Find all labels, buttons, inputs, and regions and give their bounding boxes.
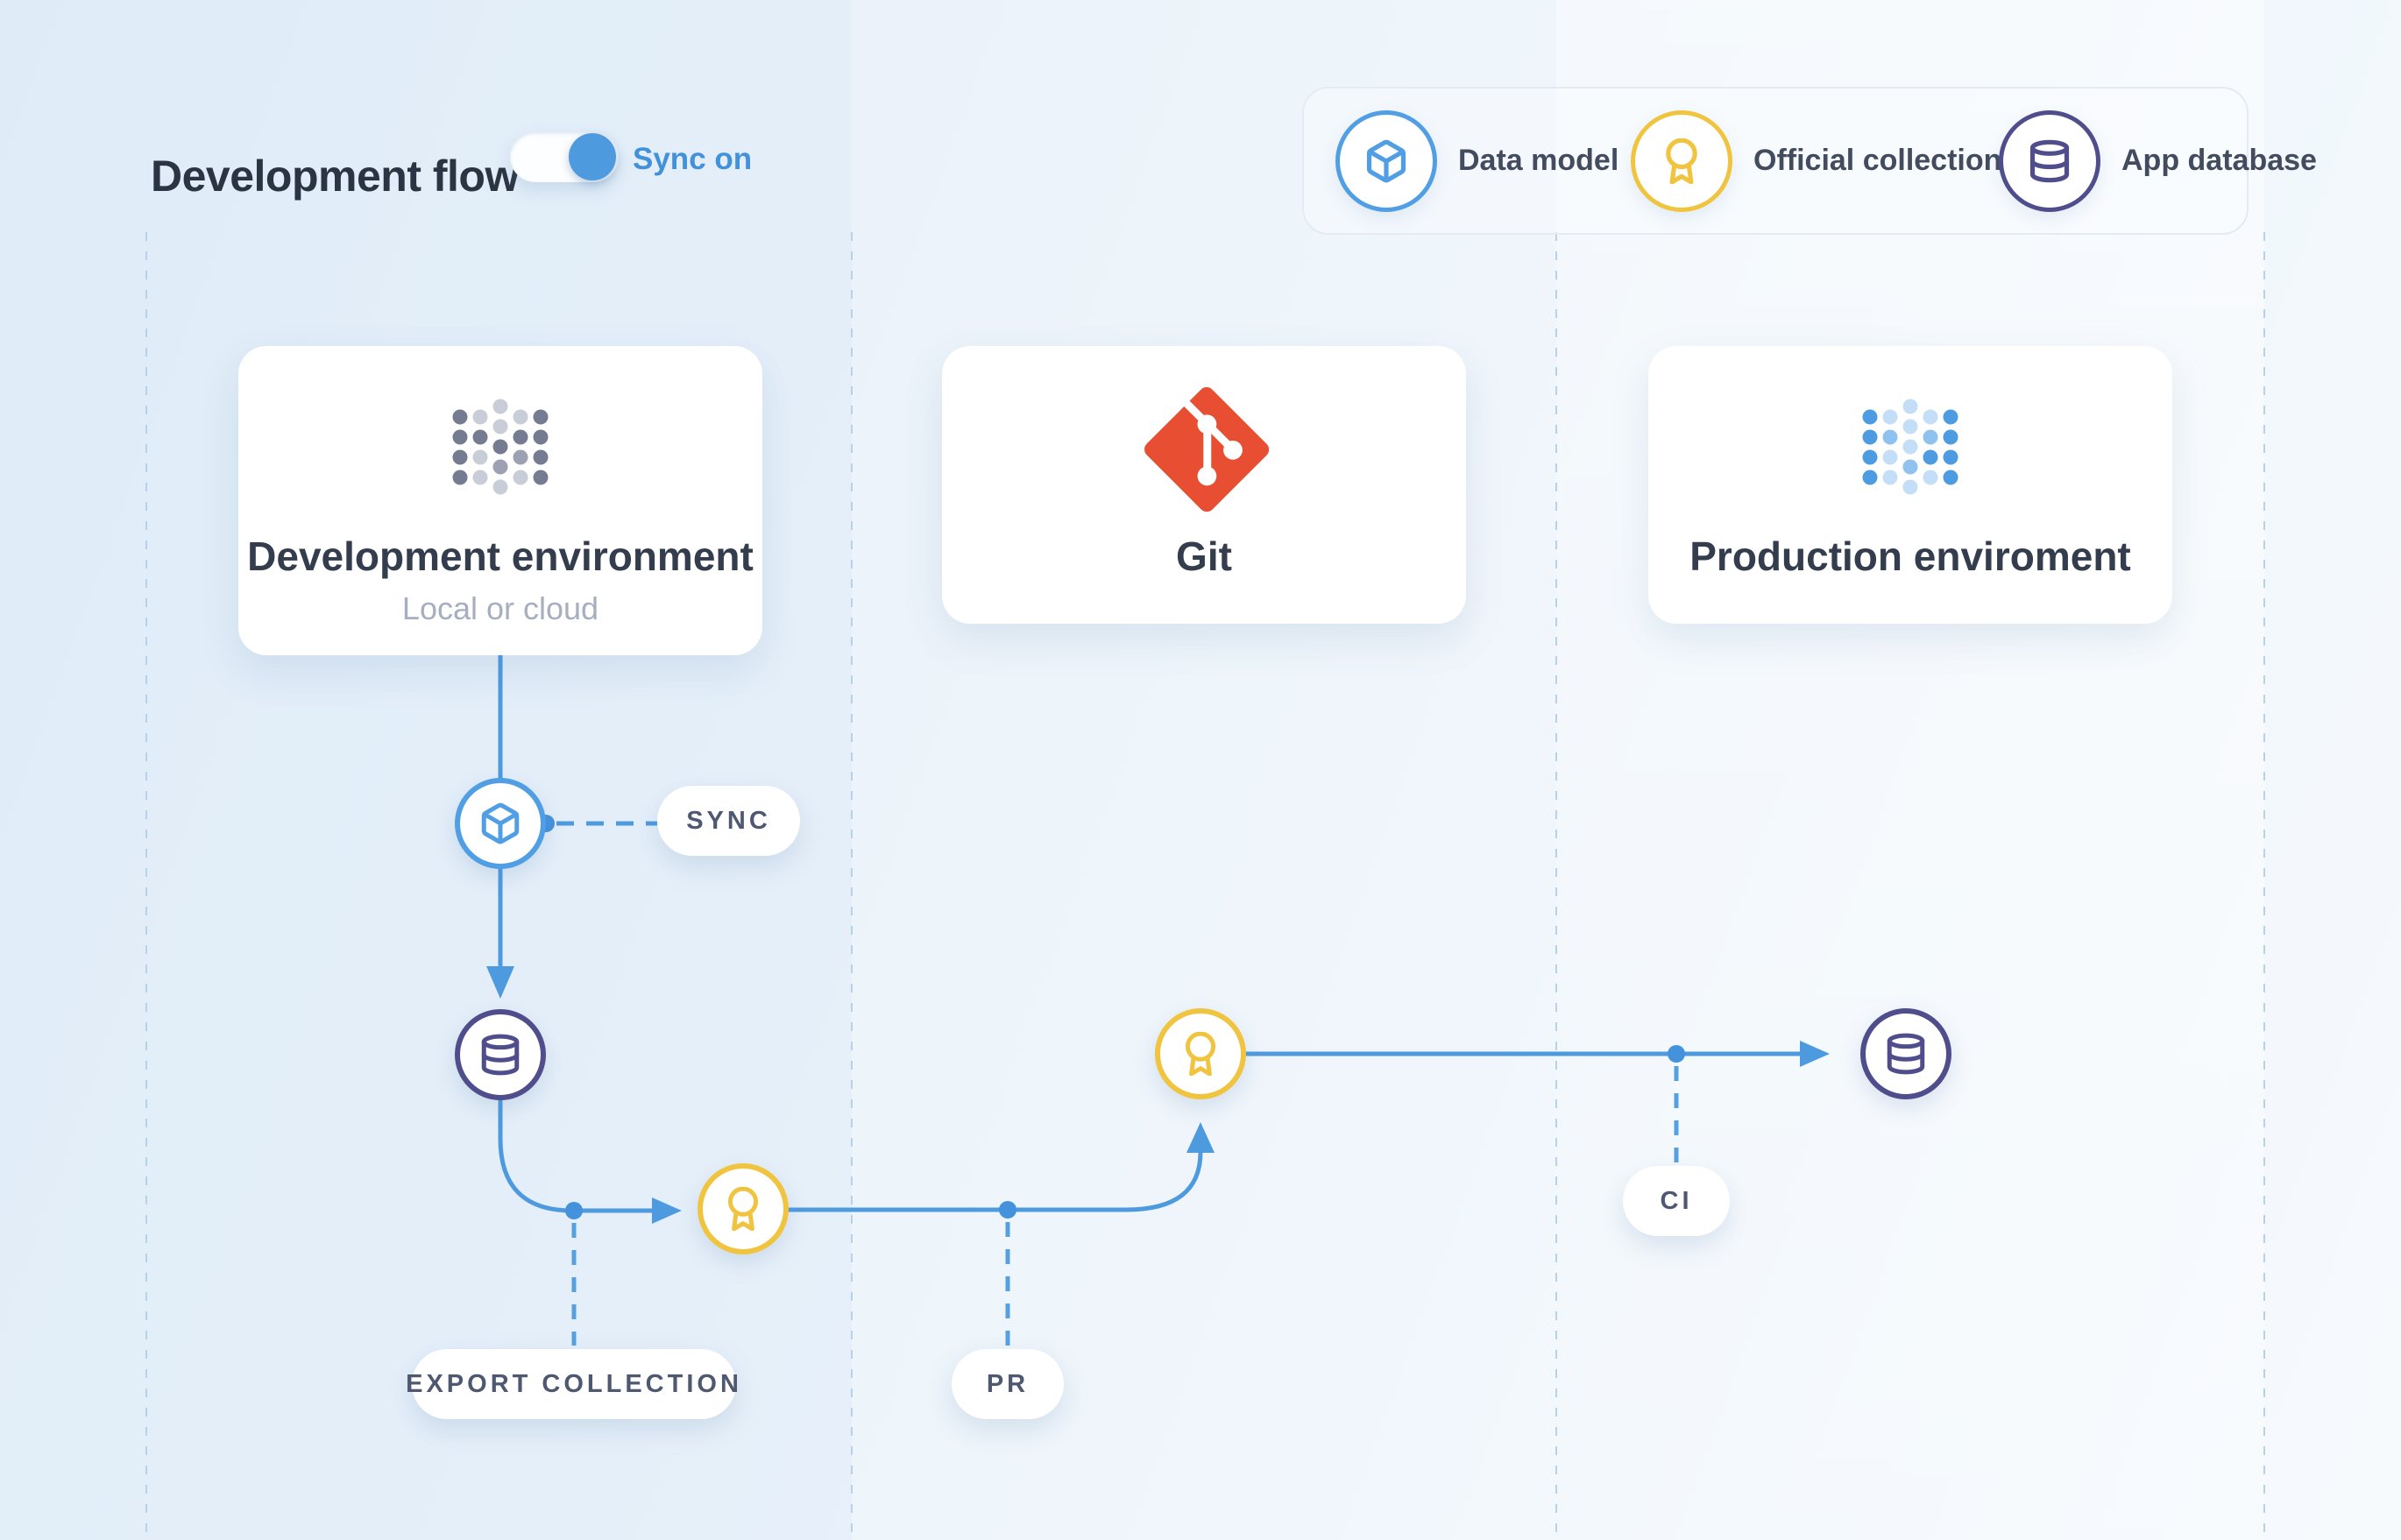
ci-label-pill: CI bbox=[1623, 1166, 1730, 1236]
pr-label-pill: PR bbox=[952, 1349, 1064, 1419]
official-collection-badge bbox=[1631, 109, 1732, 212]
card-title: Development environment bbox=[247, 533, 754, 579]
git-collection-node bbox=[1155, 1008, 1246, 1099]
cube-icon bbox=[1363, 138, 1409, 184]
app-database-badge bbox=[1999, 109, 2100, 212]
legend: Data model Official collection App datab… bbox=[1302, 87, 2317, 235]
legend-label: Official collection bbox=[1753, 144, 2002, 177]
export-collection-label-pill: EXPORT COLLECTION bbox=[406, 1349, 739, 1419]
metabase-dots-blue-logo bbox=[1862, 399, 1958, 495]
card-development-environment: Development environment Local or cloud bbox=[238, 346, 762, 655]
legend-item-official-collection: Official collection bbox=[1631, 109, 2002, 212]
ci-junction-dot bbox=[1668, 1045, 1685, 1063]
award-icon bbox=[1179, 1032, 1222, 1076]
award-icon bbox=[721, 1187, 765, 1231]
database-icon bbox=[2027, 138, 2072, 184]
sync-toggle-knob bbox=[569, 133, 616, 180]
card-title: Git bbox=[1176, 533, 1232, 579]
pr-junction-dot bbox=[999, 1201, 1016, 1219]
down-arrowhead bbox=[486, 966, 514, 999]
card-production-environment: Production enviroment bbox=[1648, 346, 2172, 624]
award-icon bbox=[1659, 138, 1704, 184]
export-collection-node bbox=[698, 1163, 789, 1254]
right-arrowhead-prod bbox=[1800, 1041, 1830, 1067]
legend-item-data-model: Data model bbox=[1335, 109, 1619, 212]
card-git: Git bbox=[942, 346, 1466, 624]
card-title: Production enviroment bbox=[1689, 533, 2131, 579]
card-subtitle: Local or cloud bbox=[401, 590, 599, 626]
legend-item-app-database: App database bbox=[1999, 109, 2317, 212]
export-junction-dot bbox=[565, 1202, 583, 1219]
prod-app-database-node bbox=[1860, 1008, 1951, 1099]
right-arrowhead-collection bbox=[652, 1197, 682, 1224]
metabase-dots-gray-logo bbox=[452, 399, 549, 495]
sync-label-pill: SYNC bbox=[657, 786, 800, 856]
database-icon bbox=[478, 1033, 522, 1077]
up-arrowhead-git-collection bbox=[1186, 1122, 1215, 1153]
data-model-badge bbox=[1335, 109, 1437, 212]
pr-curve-up bbox=[1123, 1149, 1203, 1212]
git-logo-icon bbox=[1144, 387, 1270, 512]
sync-toggle[interactable] bbox=[510, 131, 619, 182]
sync-toggle-label: Sync on bbox=[633, 142, 753, 176]
page-title: Development flow bbox=[151, 152, 519, 201]
sync-data-model-node bbox=[455, 778, 546, 869]
dev-app-database-node bbox=[455, 1009, 546, 1100]
legend-label: Data model bbox=[1458, 144, 1619, 177]
legend-label: App database bbox=[2121, 144, 2317, 177]
database-icon bbox=[1884, 1032, 1928, 1076]
database-to-export-curve bbox=[498, 1098, 577, 1213]
cube-icon bbox=[478, 802, 522, 845]
